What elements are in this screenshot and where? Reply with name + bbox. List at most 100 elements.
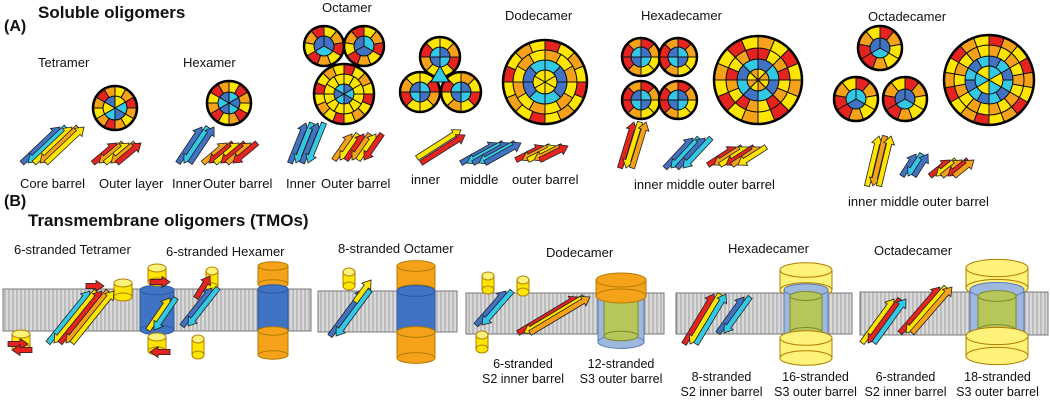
wheel-rim <box>501 38 589 126</box>
wheel-rim <box>657 79 699 121</box>
hexamer-wheel <box>205 79 253 127</box>
hexadecamer-sub-1 <box>620 36 662 78</box>
tmo-dodecamer-outer-caption: 12-stranded S3 outer barrel <box>576 357 666 387</box>
beta-strand-arrow <box>682 135 714 169</box>
hexadecamer-sub-2 <box>657 36 699 78</box>
cylinder-top <box>342 267 356 277</box>
tmo-hexadecamer-inner <box>789 291 823 337</box>
hexamer-inner-label: Inner <box>172 176 202 191</box>
wheel-rim <box>942 33 1036 127</box>
tmo-hexamer-cap-top <box>257 261 289 289</box>
wheel-rim <box>342 24 386 68</box>
tmo-hexamer-core <box>257 284 289 336</box>
tmo-octamer-helix-1 <box>342 267 356 291</box>
beta-strand-arrow <box>352 279 372 305</box>
tmo-hexadecamer-inner-line2: S2 inner barrel <box>680 385 763 399</box>
octadecamer-label: Octadecamer <box>868 9 947 24</box>
tmo-hexadecamer-inner-line1: 8-stranded <box>691 370 752 384</box>
tmo-dodecamer-helix-2 <box>475 330 489 354</box>
wheel-rim <box>712 34 804 126</box>
octadecamer-sub-1 <box>856 24 904 72</box>
hexamer-label: Hexamer <box>183 55 236 70</box>
beta-strand-arrow <box>693 293 728 346</box>
octadecamer-sub-3 <box>881 75 929 123</box>
beta-strand-arrow <box>629 121 650 170</box>
hexadecamer-label: Hexadecamer <box>641 8 722 23</box>
tmo-hexadecamer-inner-caption: 8-stranded S2 inner barrel <box>674 370 769 400</box>
octamer-inner-label: Inner <box>286 176 316 191</box>
beta-strand-arrow <box>871 298 907 346</box>
octadecamer-layers-label: inner middle outer barrel <box>848 194 989 209</box>
cylinder-bottom <box>257 350 289 360</box>
cylinder-top <box>779 262 833 278</box>
beta-strand-arrow <box>149 345 171 359</box>
octadecamer-wheel <box>942 33 1036 127</box>
beta-strand-arrow <box>69 290 115 346</box>
cylinder-bottom <box>603 330 639 342</box>
beta-strand-arrow <box>951 159 975 179</box>
tmo-hexadecamer-outer-caption: 16-stranded S3 outer barrel <box>768 370 863 400</box>
cylinder-bottom <box>191 350 205 360</box>
panel-a-title: Soluble oligomers <box>38 3 186 22</box>
beta-strand-arrow <box>737 144 768 166</box>
cylinder-top <box>396 285 436 297</box>
octamer-wheel-3 <box>312 62 376 126</box>
dodecamer-wheel <box>501 38 589 126</box>
beta-strand-arrow <box>85 279 105 293</box>
cylinder-top <box>396 326 436 338</box>
panel-b-label: (B) <box>4 193 27 210</box>
tmo-dodecamer-outer-line1: 12-stranded <box>587 357 655 371</box>
beta-strands <box>7 120 975 359</box>
cylinder-top <box>481 271 495 281</box>
cylinder-top <box>257 326 289 336</box>
hexadecamer-layers-label: inner middle outer barrel <box>634 177 775 192</box>
beta-strand-arrow <box>305 121 327 164</box>
cylinder-top <box>113 278 133 288</box>
tmo-dodecamer-inner-line2: S2 inner barrel <box>482 372 564 386</box>
beta-strand-arrow <box>363 131 385 161</box>
tmo-tetramer-helix-1 <box>113 278 133 302</box>
cylinder-bottom <box>516 287 530 297</box>
beta-strand-arrow <box>868 134 889 187</box>
cylinder-top <box>779 330 833 346</box>
tmo-octadecamer-inner-line2: S2 inner barrel <box>864 385 947 399</box>
tmo-octamer-cap-bottom <box>396 326 436 364</box>
tmo-dodecamer-inner-caption: 6-stranded S2 inner barrel <box>478 357 568 387</box>
beta-strand-arrow <box>114 142 142 166</box>
tmo-hexamer-helix-2 <box>191 334 205 360</box>
wheel-rim <box>312 62 376 126</box>
wheel-rim <box>856 24 904 72</box>
octamer-wheel-1 <box>302 24 346 68</box>
beta-strand-arrow <box>481 288 515 326</box>
wheel-rim <box>91 84 139 132</box>
membrane-cylinders <box>11 258 1029 366</box>
beta-strand-arrow <box>43 126 85 166</box>
beta-strand-arrow <box>149 275 171 289</box>
wheel-rim <box>205 79 253 127</box>
wheel-rim <box>439 70 483 114</box>
hexamer-outer-label: Outer barrel <box>203 176 273 191</box>
barrel-wheels <box>91 24 1036 132</box>
cylinder-top <box>191 334 205 344</box>
panel-b-title: Transmembrane oligomers (TMOs) <box>28 211 309 230</box>
tetramer-label: Tetramer <box>38 55 90 70</box>
beta-strand-arrow <box>415 129 462 161</box>
beta-strand-arrow <box>875 135 896 188</box>
tmo-dodecamer-inner-line1: 6-stranded <box>493 357 553 371</box>
beta-strand-arrow <box>335 287 373 337</box>
beta-strand-arrow <box>909 286 953 336</box>
cylinder-bottom <box>396 352 436 364</box>
tmo-tetramer-label: 6-stranded Tetramer <box>14 242 131 257</box>
hexadecamer-sub-4 <box>657 79 699 121</box>
cylinder-top <box>977 290 1017 302</box>
cylinder-top <box>516 275 530 285</box>
cylinder-top <box>475 330 489 340</box>
beta-strand-arrow <box>911 153 929 178</box>
cylinder-top <box>205 266 219 276</box>
hexadecamer-sub-3 <box>620 79 662 121</box>
dodecamer-middle-label: middle <box>460 172 499 187</box>
cylinder-top <box>147 263 167 273</box>
dodecamer-label: Dodecamer <box>505 8 573 23</box>
cylinder-top <box>789 291 823 301</box>
tetramer-wheel <box>91 84 139 132</box>
